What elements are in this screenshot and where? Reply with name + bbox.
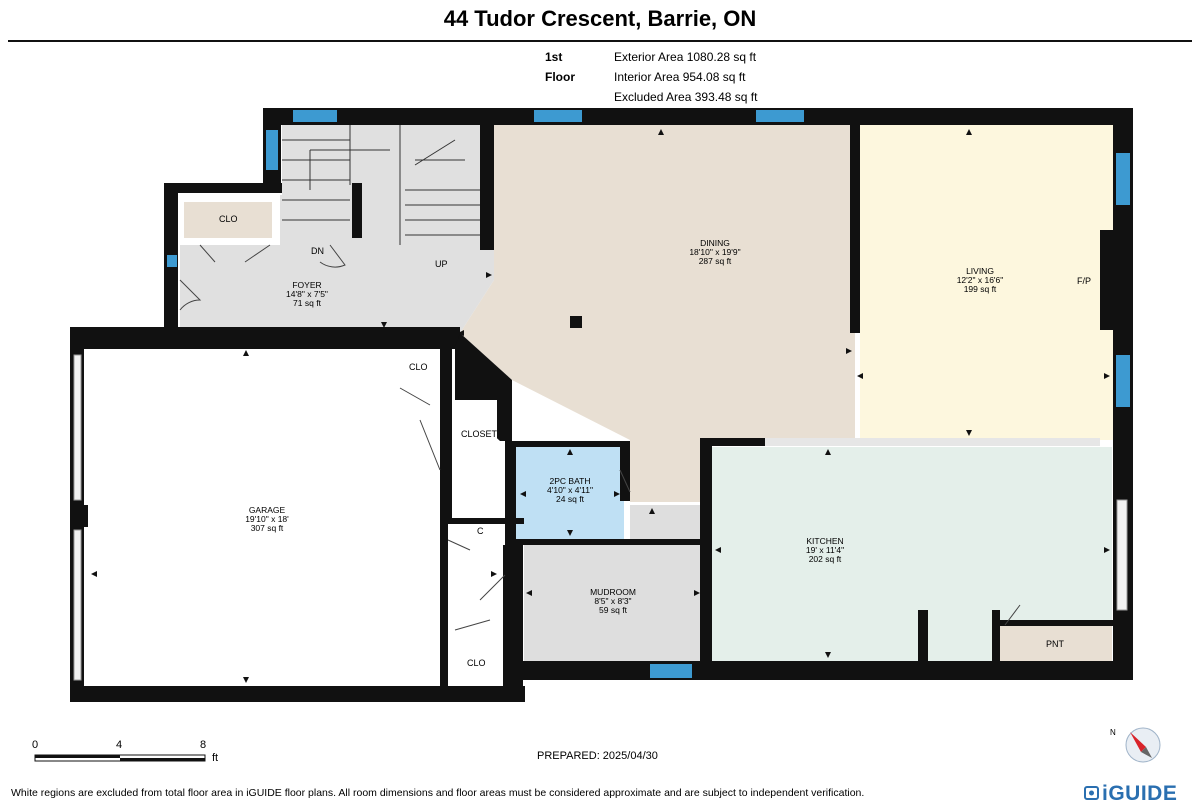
pnt-label: PNT xyxy=(1046,639,1064,649)
garage-windows xyxy=(73,354,1128,681)
garage-name: GARAGE xyxy=(248,505,286,515)
clo-label-foyer: CLO xyxy=(219,214,238,224)
mudroom-fill xyxy=(524,545,705,661)
floor-label: 1st Floor xyxy=(545,50,575,84)
fireplace-label: F/P xyxy=(1077,276,1092,286)
living-area: 199 sq ft xyxy=(963,284,997,294)
dining-area: 287 sq ft xyxy=(698,256,732,266)
living-dims: 12'2" x 16'6" xyxy=(956,275,1004,285)
windows xyxy=(167,110,1130,678)
scale-tick-8: 8 xyxy=(200,739,207,751)
foyer-name: FOYER xyxy=(292,280,322,290)
living-name: LIVING xyxy=(966,266,994,276)
bath-fill xyxy=(516,447,624,539)
dining-dims: 18'10" x 19'9" xyxy=(689,247,741,257)
bath-name: 2PC BATH xyxy=(549,476,591,486)
compass-north-label: N xyxy=(1110,728,1116,737)
column xyxy=(570,316,582,328)
dining-fill xyxy=(460,125,855,502)
room-label-garage: GARAGE 19'10" x 18' 307 sq ft xyxy=(217,506,317,533)
scale-unit: ft xyxy=(212,752,219,764)
bath-dims: 4'10" x 4'11" xyxy=(547,485,593,495)
stairs xyxy=(282,125,480,245)
stairs-down-label: DN xyxy=(311,246,324,256)
foyer-fill xyxy=(180,195,494,333)
title-divider xyxy=(8,40,1192,42)
scale-tick-0: 0 xyxy=(32,739,39,751)
footer-disclaimer: White regions are excluded from total fl… xyxy=(11,787,865,799)
bath-area: 24 sq ft xyxy=(556,494,584,504)
pantry-fill xyxy=(1000,626,1112,661)
hall-fill xyxy=(630,505,705,545)
stair-fill xyxy=(282,125,492,245)
room-label-mudroom: MUDROOM 8'5" x 8'3" 59 sq ft xyxy=(563,588,663,615)
clo-label-garage: CLO xyxy=(409,362,428,372)
compass xyxy=(1125,727,1161,763)
mudroom-dims: 8'5" x 8'3" xyxy=(594,596,632,606)
room-openings xyxy=(765,438,1100,446)
stairs-up-label: UP xyxy=(435,259,448,269)
room-label-foyer: FOYER 14'8" x 7'5" 71 sq ft xyxy=(257,281,357,308)
dimension-arrows xyxy=(91,129,1110,683)
interior-area: Interior Area 954.08 sq ft xyxy=(614,70,746,84)
iguide-logo-icon xyxy=(1084,786,1099,800)
room-label-dining: DINING 18'10" x 19'9" 287 sq ft xyxy=(665,239,765,266)
dining-name: DINING xyxy=(700,238,730,248)
clo-label-mudroom: CLO xyxy=(467,658,486,668)
page-title: 44 Tudor Crescent, Barrie, ON xyxy=(443,6,757,31)
kitchen-dims: 19' x 11'4" xyxy=(805,545,845,555)
exterior-area: Exterior Area 1080.28 sq ft xyxy=(614,50,757,64)
excluded-area: Excluded Area 393.48 sq ft xyxy=(614,90,758,104)
garage-dims: 19'10" x 18' xyxy=(245,514,289,524)
mudroom-name: MUDROOM xyxy=(590,587,636,597)
prepared-date: PREPARED: 2025/04/30 xyxy=(537,750,658,762)
mudroom-area: 59 sq ft xyxy=(599,605,627,615)
c-label: C xyxy=(477,526,484,536)
scale-tick-4: 4 xyxy=(116,739,123,751)
room-label-kitchen: KITCHEN 19' x 11'4" 202 sq ft xyxy=(775,537,875,564)
door-swings xyxy=(179,244,1021,631)
scale-bar xyxy=(34,754,206,762)
room-label-bath: 2PC BATH 4'10" x 4'11" 24 sq ft xyxy=(520,477,620,504)
kitchen-name: KITCHEN xyxy=(806,536,844,546)
living-fill xyxy=(860,125,1113,440)
foyer-area: 71 sq ft xyxy=(293,298,321,308)
brand-logo: iGUIDE xyxy=(1102,782,1178,805)
foyer-dims: 14'8" x 7'5" xyxy=(286,289,328,299)
closet-interiors xyxy=(88,349,503,686)
garage-area: 307 sq ft xyxy=(250,523,284,533)
clo-foyer-fill xyxy=(184,202,272,238)
closet-label: CLOSET xyxy=(461,429,498,439)
room-label-living: LIVING 12'2" x 16'6" 199 sq ft xyxy=(930,267,1030,294)
kitchen-area: 202 sq ft xyxy=(808,554,842,564)
